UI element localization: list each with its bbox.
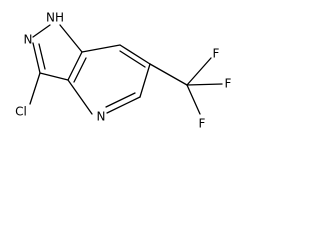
- bond-c3-cl: [29, 72, 41, 105]
- atom-labels: NH N Cl N F F F: [15, 11, 231, 131]
- bond-n2-c3-inner: [38, 43, 46, 70]
- bond-c3-c3a: [39, 72, 69, 81]
- bond-c5-n4-inner: [105, 92, 136, 108]
- molecule-structure: NH N Cl N F F F: [15, 11, 231, 131]
- atom-label-cl: Cl: [15, 105, 27, 119]
- atom-label-nh: NH: [46, 11, 64, 25]
- bond-c6-cf3: [149, 63, 188, 86]
- bond-c3a-c7a-inner: [73, 57, 87, 83]
- bond-n2-c3: [32, 42, 41, 74]
- bond-n4-c3a: [67, 79, 93, 115]
- atom-label-n-ring: N: [97, 110, 106, 124]
- atom-label-f-bottom: F: [199, 117, 206, 131]
- bond-c6-c5: [139, 63, 151, 98]
- bonds: [29, 24, 223, 115]
- bond-c5-n4: [106, 96, 141, 114]
- bond-cf3-f-bottom: [186, 84, 201, 115]
- bond-cf3-f-top: [186, 57, 212, 86]
- atom-label-f-top: F: [213, 47, 220, 61]
- atom-label-n-top: N: [24, 33, 33, 47]
- atom-label-f-right: F: [225, 77, 232, 91]
- bond-c7-c6-inner: [119, 50, 146, 68]
- bond-c7a-n1: [59, 24, 83, 53]
- bond-c3a-c7a: [67, 51, 83, 81]
- bond-cf3-f-right: [186, 83, 223, 86]
- bond-n1-n2: [32, 24, 51, 38]
- bond-c7a-c7: [81, 44, 121, 53]
- bond-c7-c6: [119, 44, 151, 65]
